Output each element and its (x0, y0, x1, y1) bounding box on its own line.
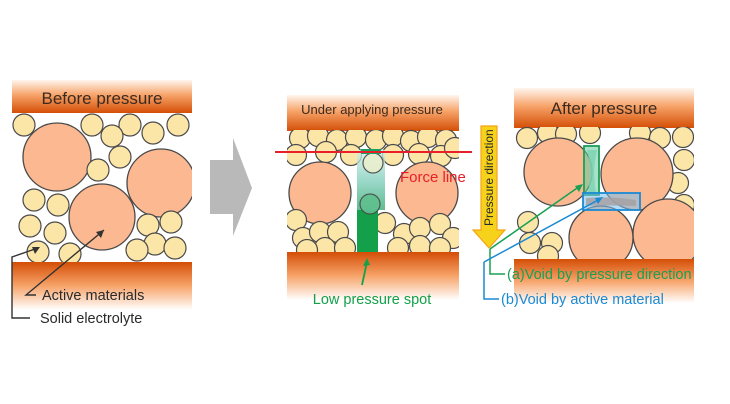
low-pressure-spot (357, 210, 378, 252)
solid-electrolyte-particle (12, 113, 36, 137)
arrowhead-icon (32, 247, 40, 254)
solid-electrolyte-particle (43, 221, 67, 245)
solid-electrolyte-particle (166, 113, 190, 137)
solid-electrolyte-particle (428, 236, 452, 252)
solid-electrolyte-particle (287, 143, 308, 167)
label-low-pressure-spot: Low pressure spot (313, 292, 431, 308)
panel-after: After pressure Pressure direction (a)Voi… (471, 88, 694, 308)
down-arrow-icon (471, 125, 507, 249)
solid-electrolyte-particle (515, 127, 539, 150)
solid-electrolyte-particle (18, 214, 42, 238)
solid-electrolyte-particle (141, 121, 165, 145)
arrowhead-icon (96, 230, 104, 238)
leader-line-void-a (489, 249, 505, 275)
active-material-particle (126, 148, 192, 218)
leader-line-void-a-diag (489, 185, 581, 250)
top-plate (12, 80, 192, 113)
top-plate (514, 88, 694, 128)
panel-before: Before pressure Active materials Solid e… (11, 80, 192, 327)
bottom-plate (287, 252, 459, 300)
solid-electrolyte-particle (381, 143, 405, 167)
panel-title: Under applying pressure (301, 102, 443, 117)
label-force-line: Force line (400, 169, 466, 186)
solid-electrolyte-particle (536, 244, 560, 259)
label-void-a: (a)Void by pressure direction (507, 267, 692, 283)
label-active-materials: Active materials (42, 288, 144, 304)
solid-electrolyte-particle (80, 113, 104, 137)
active-material-particle (22, 122, 92, 192)
solid-electrolyte-particle (22, 188, 46, 212)
label-pressure-direction: Pressure direction (482, 129, 496, 226)
active-material-particle (523, 137, 593, 207)
pressure-direction-arrow: Pressure direction (471, 125, 507, 249)
particle-layer (515, 127, 694, 259)
solid-electrolyte-particle (672, 148, 694, 172)
active-material-particle (68, 183, 136, 251)
solid-electrolyte-particle (578, 127, 602, 145)
solid-electrolyte-particle (159, 210, 183, 234)
solid-electrolyte-particle (163, 236, 187, 260)
arrowhead-icon (363, 258, 370, 266)
solid-electrolyte-particle (333, 236, 357, 252)
solid-electrolyte-particle (58, 242, 82, 262)
solid-electrolyte-particle (86, 158, 110, 182)
leader-line-void-b (483, 262, 499, 300)
solid-electrolyte-particle (428, 212, 452, 236)
top-plate (287, 95, 459, 131)
panel-under: Under applying pressure Force line Low p… (275, 95, 472, 308)
panel-title: Before pressure (42, 89, 163, 108)
leader-line-electrolyte (11, 248, 36, 319)
leader-line-void-b-diag (483, 198, 601, 263)
solid-electrolyte-particle (359, 193, 381, 215)
solid-electrolyte-particle (386, 236, 410, 252)
solid-electrolyte-particle (671, 127, 694, 149)
label-solid-electrolyte: Solid electrolyte (40, 311, 142, 327)
bottom-plate (12, 262, 192, 310)
arrowhead-icon (595, 197, 603, 204)
solid-electrolyte-particle (295, 238, 319, 252)
active-material-particle (632, 198, 694, 259)
panel-title: After pressure (551, 99, 658, 118)
solid-electrolyte-particle (26, 240, 50, 262)
right-arrow-icon (210, 138, 252, 236)
solid-electrolyte-particle (362, 152, 384, 174)
leader-line-active (24, 229, 105, 296)
solid-electrolyte-particle (108, 145, 132, 169)
particle-layer (287, 130, 459, 252)
solid-electrolyte-particle (118, 113, 142, 137)
label-void-b: (b)Void by active material (501, 292, 664, 308)
leader-line-low-pressure (361, 261, 368, 286)
solid-electrolyte-particle (125, 238, 149, 262)
bottom-plate (514, 259, 694, 303)
solid-electrolyte-particle (100, 124, 124, 148)
solid-electrolyte-particle (443, 136, 459, 160)
particle-layer (12, 113, 192, 262)
solid-electrolyte-particle (46, 193, 70, 217)
arrowhead-icon (575, 184, 583, 192)
solid-electrolyte-particle (518, 231, 542, 255)
solid-electrolyte-particle (407, 142, 431, 166)
void-a-shape (587, 150, 597, 193)
